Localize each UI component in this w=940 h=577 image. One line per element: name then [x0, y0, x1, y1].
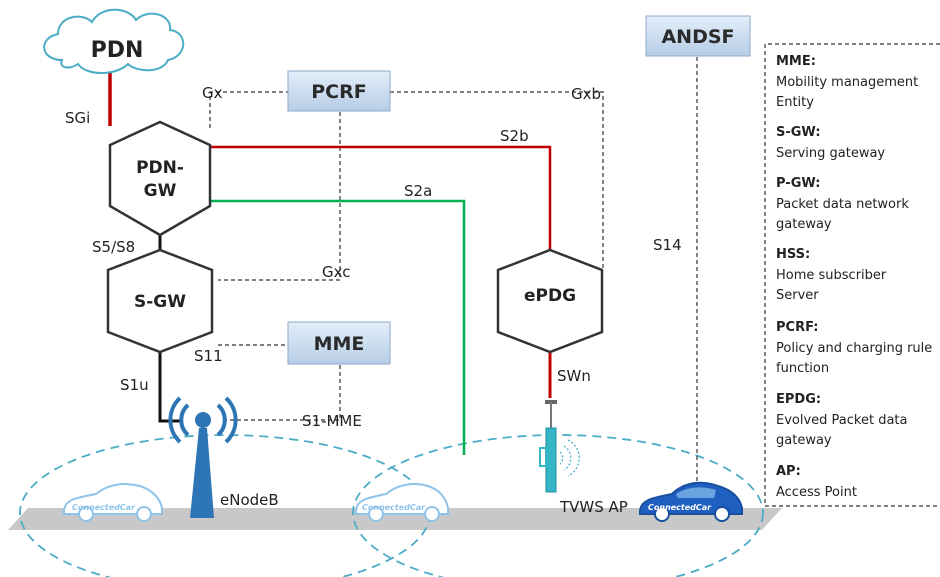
gxc-label: Gxc [322, 263, 350, 281]
pdn-cloud: PDN [43, 8, 185, 74]
legend-desc-pcrf-2: function [776, 361, 829, 376]
enodeb-label: eNodeB [220, 491, 279, 509]
mme-box: MME [287, 321, 391, 365]
s1u-link [158, 352, 180, 423]
legend-desc-hss-1: Home subscriber [776, 268, 887, 283]
tvws-ap-label: TVWS AP [559, 498, 628, 516]
gx-label: Gx [202, 84, 223, 102]
legend-desc-mme-1: Mobility management [776, 75, 918, 90]
mme-label: MME [314, 333, 365, 355]
s1u-label: S1u [120, 376, 149, 394]
s2b-label: S2b [500, 127, 529, 145]
legend-key-pcrf: PCRF: [776, 320, 818, 335]
epdg-node: ePDG [496, 248, 604, 354]
s2a-link [210, 199, 466, 455]
legend-key-sgw: S-GW: [776, 125, 821, 140]
s2a-label: S2a [404, 182, 432, 200]
pcrf-label: PCRF [311, 81, 366, 103]
gx-link [209, 91, 290, 128]
sgi-label: SGi [65, 109, 90, 127]
legend-desc-sgw-1: Serving gateway [776, 146, 885, 161]
car-logo-text-a: Connected [72, 503, 120, 512]
legend-key-mme: MME: [776, 54, 816, 69]
legend-desc-epdg-2: gateway [776, 433, 832, 448]
pdn-gw-label-line2: GW [144, 181, 177, 201]
car-logo-text-a: Connected [362, 503, 410, 512]
connected-car-1: ConnectedCar [63, 483, 163, 522]
pdn-gw-node: PDN- GW [108, 120, 212, 237]
s1mme-link [222, 365, 341, 421]
s5s8-label: S5/S8 [92, 238, 135, 256]
legend-key-pgw: P-GW: [776, 176, 821, 191]
car-logo-text-b: Car [410, 503, 426, 512]
car-logo-text-b: Car [120, 503, 136, 512]
legend-desc-epdg-1: Evolved Packet data [776, 413, 908, 428]
legend-border [764, 43, 940, 507]
pcrf-box: PCRF [287, 70, 391, 112]
legend-key-ap: AP: [776, 464, 801, 479]
legend-key-hss: HSS: [776, 247, 810, 262]
swn-label: SWn [557, 367, 591, 385]
gxb-link [390, 91, 604, 268]
pdn-gw-label-line1: PDN- [136, 158, 184, 178]
legend-desc-pgw-2: gateway [776, 217, 832, 232]
legend-key-epdg: EPDG: [776, 392, 821, 407]
legend-desc-hss-2: Server [776, 288, 819, 303]
s14-label: S14 [653, 236, 682, 254]
legend-desc-ap-1: Access Point [776, 485, 857, 500]
legend-desc-pgw-1: Packet data network [776, 197, 909, 212]
legend-desc-mme-2: Entity [776, 95, 814, 110]
s1mme-label: S1-MME [302, 412, 362, 430]
control-links [209, 43, 940, 507]
car-logo-text-b: Car [696, 503, 712, 512]
andsf-box: ANDSF [645, 15, 751, 57]
s11-label: S11 [194, 347, 223, 365]
svg-text:ConnectedCar: ConnectedCar [648, 503, 712, 512]
connected-car-3: ConnectedCar [639, 481, 743, 522]
svg-text:ConnectedCar: ConnectedCar [362, 503, 426, 512]
s-gw-label: S-GW [134, 292, 186, 312]
legend: MME: Mobility management Entity S-GW: Se… [776, 54, 932, 500]
legend-desc-pcrf-1: Policy and charging rule [776, 341, 932, 356]
pdn-label: PDN [91, 38, 144, 63]
svg-text:ConnectedCar: ConnectedCar [72, 503, 136, 512]
enodeb-antenna-icon [168, 396, 238, 518]
car-logo-text-a: Connected [648, 503, 696, 512]
connected-car-2: ConnectedCar [355, 483, 449, 522]
epdg-label: ePDG [524, 286, 576, 306]
gxc-link [218, 112, 341, 281]
tvws-ap-icon [539, 400, 580, 493]
tvws-coverage-area [352, 434, 764, 577]
s-gw-node: S-GW [106, 248, 214, 354]
andsf-label: ANDSF [661, 26, 734, 48]
gxb-label: Gxb [571, 85, 601, 103]
s2b-link [210, 145, 552, 252]
